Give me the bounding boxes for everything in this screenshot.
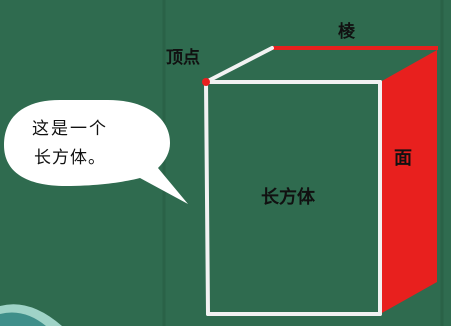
cuboid-label: 长方体 [261,187,315,208]
edge-label: 棱 [338,22,355,42]
decorative-circle-inner [0,312,46,326]
vertex-label: 顶点 [166,48,200,68]
front-left-edge [204,80,210,316]
face-label: 面 [394,148,412,169]
speech-bubble-line-2: 长方体。 [34,148,106,168]
speech-bubble [4,100,188,204]
top-left-edge [204,46,274,84]
vertex-dot [202,78,210,86]
speech-bubble-line-1: 这是一个 [32,119,108,139]
highlighted-face [380,50,437,314]
